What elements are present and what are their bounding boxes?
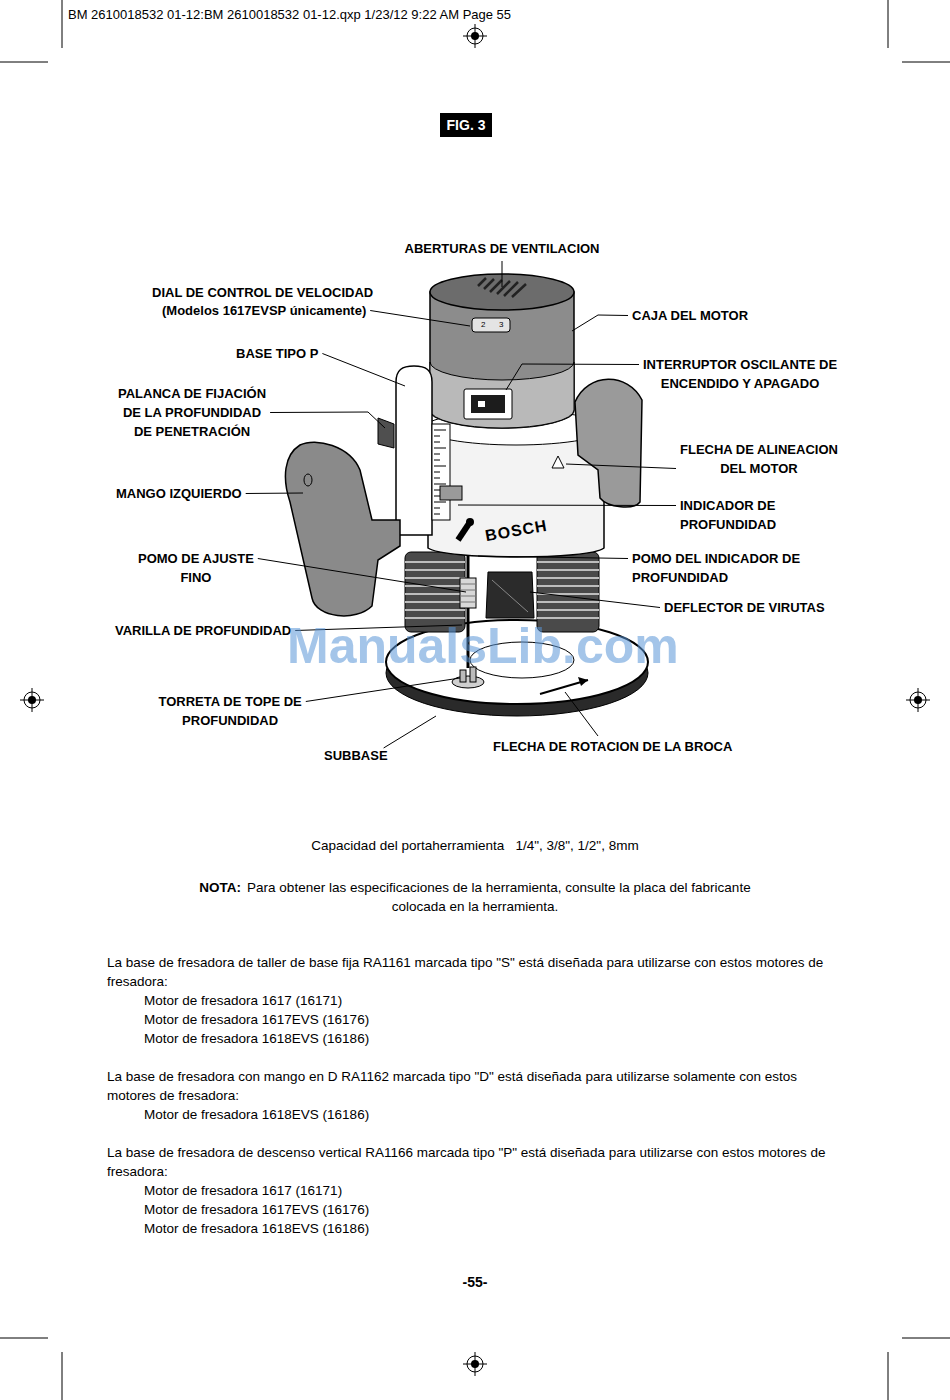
watermark: ManualsLib.com: [287, 618, 679, 674]
motor-item: Motor de fresadora 1617 (16171): [144, 991, 950, 1010]
leader-line: [530, 592, 660, 608]
dial-digit: 3: [499, 320, 503, 330]
part-label: ABERTURAS DE VENTILACION: [405, 239, 600, 258]
part-label: DEFLECTOR DE VIRUTAS: [664, 598, 825, 617]
part-label: POMO DEL INDICADOR DE PROFUNDIDAD: [632, 549, 800, 587]
leader-line: [566, 464, 676, 469]
paragraph: La base de fresadora de taller de base f…: [107, 953, 843, 991]
leader-line: [502, 261, 503, 287]
leader-line: [572, 315, 628, 331]
figure-number: FIG. 3: [447, 117, 486, 133]
capacity-line: Capacidad del portaherramienta 1/4", 3/8…: [0, 836, 950, 855]
paragraph: La base de fresadora de descenso vertica…: [107, 1143, 843, 1181]
note-heading: NOTA:: [199, 880, 241, 895]
leader-line: [458, 505, 676, 507]
leader-line: [384, 716, 436, 748]
part-label: SUBBASE: [324, 746, 388, 765]
part-label: VARILLA DE PROFUNDIDAD: [115, 621, 291, 640]
dial-digit: 2: [481, 320, 485, 330]
leader-line: [506, 364, 639, 390]
page-number: -55-: [463, 1273, 488, 1291]
leader-line: [246, 493, 303, 495]
part-label: FLECHA DE ALINEACION DEL MOTOR: [680, 440, 838, 478]
part-label: FLECHA DE ROTACION DE LA BROCA: [493, 737, 732, 756]
part-label: MANGO IZQUIERDO: [116, 484, 242, 503]
leader-line: [270, 412, 385, 428]
part-note: (Modelos 1617EVSP únicamente): [162, 301, 366, 320]
part-label: CAJA DEL MOTOR: [632, 306, 748, 325]
part-label: INDICADOR DE PROFUNDIDAD: [680, 496, 776, 534]
part-label: TORRETA DE TOPE DE PROFUNDIDAD: [159, 692, 302, 730]
motor-item: Motor de fresadora 1618EVS (16186): [144, 1105, 950, 1124]
leader-line: [306, 678, 460, 702]
paragraph: La base de fresadora con mango en D RA11…: [107, 1067, 843, 1105]
leader-line: [370, 311, 470, 327]
part-label: POMO DE AJUSTE FINO: [138, 549, 254, 587]
part-label: DIAL DE CONTROL DE VELOCIDAD: [152, 283, 373, 302]
leader-line: [478, 556, 628, 559]
print-header: BM 2610018532 01-12:BM 2610018532 01-12.…: [68, 7, 511, 23]
motor-item: Motor de fresadora 1618EVS (16186): [144, 1219, 950, 1238]
motor-item: Motor de fresadora 1617EVS (16176): [144, 1200, 950, 1219]
note-text: Para obtener las especificaciones de la …: [247, 880, 751, 914]
part-label: PALANCA DE FIJACIÓN DE LA PROFUNDIDAD DE…: [118, 384, 266, 441]
note-block: NOTA: Para obtener las especificaciones d…: [180, 878, 770, 916]
part-label: BASE TIPO P: [236, 344, 318, 363]
motor-item: Motor de fresadora 1617 (16171): [144, 1181, 950, 1200]
part-label: INTERRUPTOR OSCILANTE DE ENCENDIDO Y APA…: [643, 355, 837, 393]
leader-line: [258, 559, 466, 593]
leader-line: [565, 692, 598, 736]
body-text: Capacidad del portaherramienta 1/4", 3/8…: [0, 836, 950, 1238]
motor-item: Motor de fresadora 1618EVS (16186): [144, 1029, 950, 1048]
figure-tag: FIG. 3: [440, 113, 493, 137]
leader-line: [322, 354, 405, 387]
motor-item: Motor de fresadora 1617EVS (16176): [144, 1010, 950, 1029]
